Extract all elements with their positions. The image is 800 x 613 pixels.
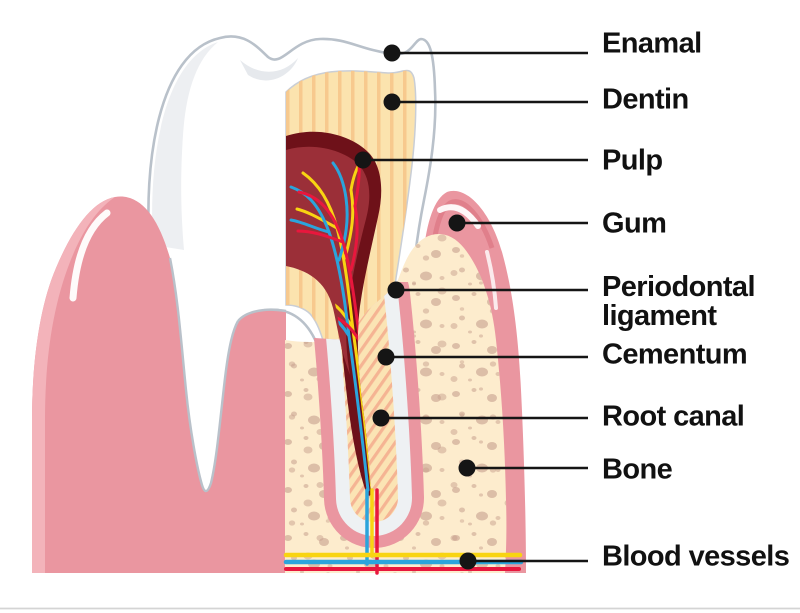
callout-dot-root-canal bbox=[372, 409, 390, 427]
label-dentin: Dentin bbox=[602, 83, 689, 116]
enamel-shadow-left bbox=[152, 42, 218, 250]
callout-dot-gum bbox=[448, 214, 466, 232]
pulp-chamber bbox=[286, 131, 382, 496]
furcation-arch-line bbox=[237, 308, 287, 322]
label-periodontal-ligament: Periodontal ligament bbox=[602, 271, 756, 332]
callout-dot-bone bbox=[458, 459, 476, 477]
pulp-inner bbox=[286, 146, 370, 375]
label-gum: Gum bbox=[602, 207, 667, 240]
label-blood-vessels: Blood vessels bbox=[602, 540, 790, 573]
gum-left-light-edge bbox=[32, 197, 115, 573]
callout-dot-pulp bbox=[354, 151, 372, 169]
gum-right-gloss-2 bbox=[485, 250, 498, 310]
label-root-canal: Root canal bbox=[602, 400, 745, 433]
label-enamel: Enamal bbox=[602, 27, 702, 60]
callout-dot-enamel bbox=[383, 44, 401, 62]
callout-dot-dentin bbox=[383, 93, 401, 111]
enamel-shadow-saddle bbox=[240, 58, 298, 81]
callouts bbox=[354, 44, 588, 570]
label-pulp: Pulp bbox=[602, 144, 663, 177]
callout-dot-periodontal bbox=[387, 281, 405, 299]
root-outline bbox=[168, 257, 240, 493]
gum-left-gloss bbox=[69, 209, 111, 302]
pulp-vessels bbox=[289, 158, 378, 492]
label-bone: Bone bbox=[602, 453, 673, 486]
gum-left bbox=[32, 196, 287, 573]
callout-dot-cementum bbox=[377, 348, 395, 366]
callout-dot-blood-vessels bbox=[459, 552, 477, 570]
label-cementum: Cementum bbox=[602, 338, 748, 371]
